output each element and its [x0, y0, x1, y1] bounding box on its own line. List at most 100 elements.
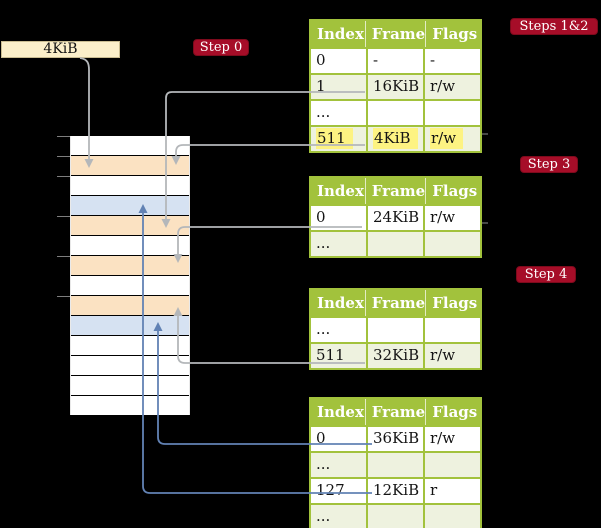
header-flags: Flags	[425, 21, 480, 47]
cell-frame: 36KiB	[368, 427, 423, 451]
header-index: Index	[317, 25, 364, 43]
badge-step-0: Step 0	[193, 39, 249, 56]
memory-address-tick	[57, 256, 70, 257]
memory-address-tick	[57, 216, 70, 217]
cell-flags	[425, 318, 480, 342]
cell-index: ...	[311, 318, 366, 342]
cell-frame: 16KiB	[368, 75, 423, 99]
root-table-address-box: 4KiB	[1, 41, 120, 58]
cell-flags	[425, 101, 480, 125]
memory-row-8-pagetable	[71, 296, 189, 315]
cell-flags: r/w	[425, 344, 480, 368]
cell-frame: 4KiB	[368, 127, 423, 151]
table-row: ...	[311, 232, 480, 256]
cell-index: 0	[311, 206, 366, 230]
cell-index: 1	[311, 75, 366, 99]
cell-index: 127	[311, 479, 366, 503]
header-frame: Frame	[364, 290, 425, 316]
header-frame: Frame	[364, 178, 425, 204]
table-row: 0 24KiB r/w	[311, 206, 480, 230]
cell-index: ...	[311, 453, 366, 477]
cell-frame: 12KiB	[368, 479, 423, 503]
memory-address-tick	[57, 136, 70, 137]
cell-flags: r/w	[425, 127, 480, 151]
badge-step-3: Step 3	[520, 156, 578, 173]
cell-flags: r/w	[425, 75, 480, 99]
memory-row-1-pagetable	[71, 156, 189, 175]
table-header-row: Index Frame Flags	[311, 290, 480, 316]
cell-flags: -	[425, 49, 480, 73]
table-header-row: Index Frame Flags	[311, 178, 480, 204]
badge-step-4: Step 4	[516, 266, 576, 283]
cell-frame: -	[368, 49, 423, 73]
cell-flags	[425, 232, 480, 256]
table-row: 1 16KiB r/w	[311, 75, 480, 99]
memory-column	[70, 136, 190, 415]
cell-index: 0	[311, 49, 366, 73]
header-index: Index	[317, 182, 364, 200]
header-index: Index	[317, 403, 364, 421]
cell-frame	[368, 453, 423, 477]
header-flags: Flags	[425, 399, 480, 425]
header-flags: Flags	[425, 290, 480, 316]
table-row: 0 - -	[311, 49, 480, 73]
table-row: 511 32KiB r/w	[311, 344, 480, 368]
table-header-row: Index Frame Flags	[311, 399, 480, 425]
table-row: ...	[311, 505, 480, 528]
cell-flags: r	[425, 479, 480, 503]
cell-flags	[425, 453, 480, 477]
table-row: ...	[311, 101, 480, 125]
table-row-recursive-highlighted: 511 4KiB r/w	[311, 127, 480, 151]
memory-row-4-pagetable	[71, 216, 189, 235]
cell-frame	[368, 318, 423, 342]
header-flags: Flags	[425, 178, 480, 204]
table-header-row: Index Frame Flags	[311, 21, 480, 47]
table-row: ...	[311, 318, 480, 342]
table-row: 127 12KiB r	[311, 479, 480, 503]
memory-row-3-frame	[71, 196, 189, 215]
cell-index: ...	[311, 101, 366, 125]
cell-index: 511	[311, 344, 366, 368]
badge-steps-1-2: Steps 1&2	[510, 18, 598, 35]
cell-flags	[425, 505, 480, 528]
cell-index: 0	[311, 427, 366, 451]
table-row: 0 36KiB r/w	[311, 427, 480, 451]
page-table-level-2: Index Frame Flags ... 511 32KiB r/w	[309, 288, 482, 370]
memory-row-11-empty	[71, 356, 189, 375]
cell-frame: 32KiB	[368, 344, 423, 368]
cell-index: ...	[311, 232, 366, 256]
memory-row-0-empty	[71, 136, 189, 155]
cell-frame	[368, 101, 423, 125]
root-table-address-label: 4KiB	[43, 41, 78, 57]
page-table-level-1: Index Frame Flags 0 36KiB r/w ... 127 12…	[309, 397, 482, 528]
memory-row-10-empty	[71, 336, 189, 355]
header-frame: Frame	[364, 21, 425, 47]
header-index: Index	[317, 294, 364, 312]
highlighted-value: 511	[316, 128, 353, 149]
header-frame: Frame	[364, 399, 425, 425]
table-row: ...	[311, 453, 480, 477]
page-table-level-3: Index Frame Flags 0 24KiB r/w ...	[309, 176, 482, 258]
highlighted-value: r/w	[430, 128, 464, 149]
memory-address-tick	[57, 156, 70, 157]
memory-address-tick	[57, 296, 70, 297]
memory-row-9-frame	[71, 316, 189, 335]
cell-index: 511	[311, 127, 366, 151]
memory-row-7-empty	[71, 276, 189, 295]
artifact-dash	[482, 222, 488, 224]
memory-row-12-empty	[71, 376, 189, 395]
memory-row-2-empty	[71, 176, 189, 195]
cell-frame	[368, 505, 423, 528]
artifact-dash	[482, 133, 488, 135]
memory-address-tick	[57, 176, 70, 177]
cell-flags: r/w	[425, 206, 480, 230]
page-table-level-4: Index Frame Flags 0 - - 1 16KiB r/w ... …	[309, 19, 482, 153]
highlighted-value: 4KiB	[373, 128, 418, 149]
memory-row-5-empty	[71, 236, 189, 255]
memory-row-13-empty	[71, 396, 189, 415]
cell-flags: r/w	[425, 427, 480, 451]
cell-index: ...	[311, 505, 366, 528]
memory-row-6-pagetable	[71, 256, 189, 275]
cell-frame	[368, 232, 423, 256]
